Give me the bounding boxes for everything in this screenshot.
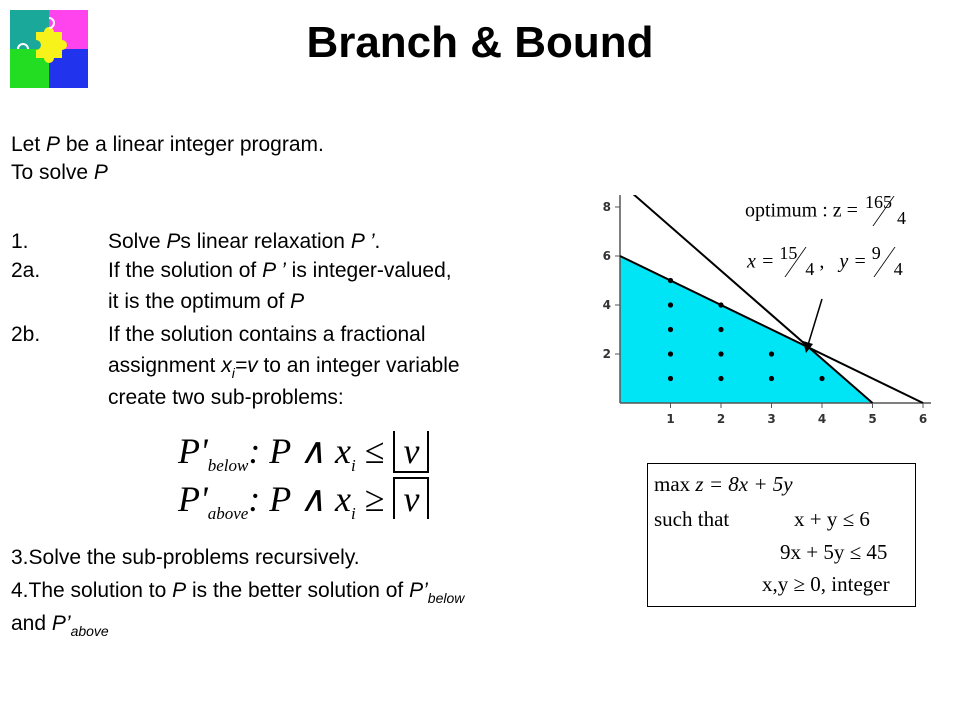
y-tick-label: 4 (603, 298, 611, 312)
feasible-region-chart: 1 2 3 4 5 6 2 4 6 8 (603, 195, 931, 426)
x-tick-label: 6 (919, 412, 927, 426)
integer-point (718, 302, 724, 308)
formula-below: P'below: P ∧ xi ≤ v (178, 430, 430, 476)
page-title: Branch & Bound (306, 18, 654, 67)
step-2a-cont: it is the optimum of P (108, 290, 305, 313)
lp-constraint-1: x + y ≤ 6 (794, 507, 870, 531)
y-tick-label: 6 (603, 249, 611, 263)
constraint-line-2 (632, 195, 874, 404)
intro-line: Let P be a linear integer program. (11, 133, 324, 156)
step-3: 3.Solve the sub-problems recursively. (11, 546, 360, 569)
step-4-cont: and P’above (11, 612, 109, 639)
lp-formulation-box: max z = 8x + 5y such that x + y ≤ 6 9x +… (647, 463, 916, 607)
x-tick-label: 5 (868, 412, 876, 426)
integer-point (667, 375, 674, 382)
formula-above: P'above: P ∧ xi ≥ v (178, 477, 430, 524)
lp-constraint-3: x,y ≥ 0, integer (762, 572, 890, 596)
x-tick-label: 2 (717, 412, 725, 426)
lp-constraint-2: 9x + 5y ≤ 45 (780, 540, 888, 564)
step-2b-cont: assignment xi=v to an integer variable (108, 354, 460, 381)
puzzle-logo-icon (10, 10, 88, 88)
step-2b: 2b.If the solution contains a fractional (11, 323, 426, 346)
step-2a: 2a.If the solution of P ’ is integer-val… (11, 259, 452, 282)
x-tick-label: 4 (818, 412, 826, 426)
lp-such-that: such that (654, 507, 730, 531)
step-2b-cont-2: create two sub-problems: (108, 386, 344, 409)
integer-point (667, 302, 674, 308)
integer-point (718, 375, 724, 382)
intro-line-2: To solve P (11, 161, 108, 184)
step-1: 1.Solve Ps linear relaxation P ’. (11, 230, 381, 253)
integer-point (718, 351, 724, 357)
x-tick-label: 1 (666, 412, 674, 426)
optimum-arrow-icon (803, 298, 823, 353)
integer-point (667, 351, 674, 357)
integer-point (768, 375, 775, 382)
feasible-region (620, 256, 873, 403)
integer-point (819, 375, 825, 382)
y-tick-label: 2 (603, 347, 611, 361)
step-4: 4.The solution to P is the better soluti… (11, 579, 465, 606)
integer-point (718, 326, 724, 333)
integer-point (667, 277, 674, 284)
lp-objective: max z = 8x + 5y (654, 472, 793, 496)
solution-annotation: x = 15 4 , y = 9 4 (747, 243, 914, 283)
y-tick-label: 8 (603, 200, 611, 214)
optimum-annotation: optimum : z = 165 4 (745, 192, 919, 232)
integer-point (667, 326, 674, 333)
integer-point (768, 351, 775, 357)
x-tick-label: 3 (767, 412, 775, 426)
